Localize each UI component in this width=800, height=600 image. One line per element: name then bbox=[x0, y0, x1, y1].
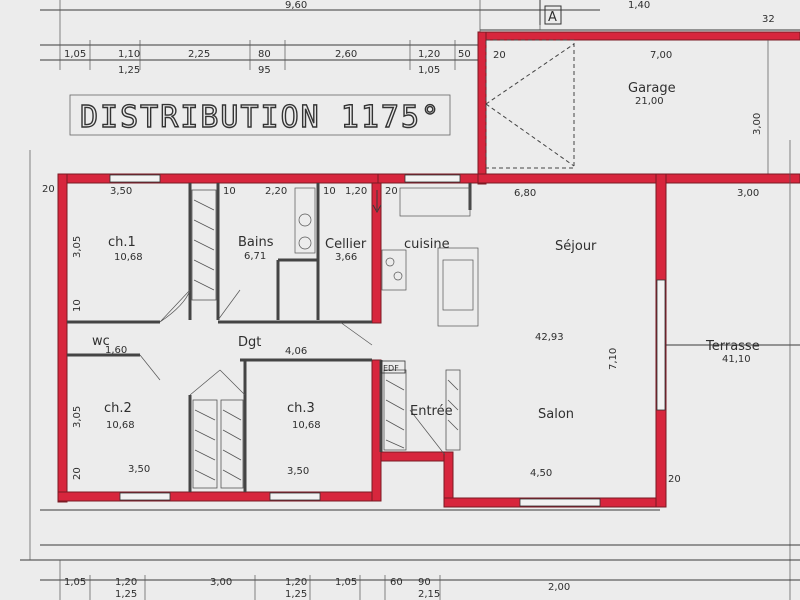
room-garage-label: Garage bbox=[628, 81, 676, 96]
room-dgt-label: Dgt bbox=[238, 335, 261, 350]
terrace-outline bbox=[666, 140, 800, 600]
dim-top-1: 1,05 bbox=[64, 49, 86, 60]
exterior-walls bbox=[57, 173, 800, 508]
dim-left-3: 3,05 bbox=[72, 406, 83, 428]
title-frame bbox=[69, 94, 451, 136]
dim-inner-9: 20 bbox=[42, 184, 55, 195]
dim-inner-4: 10 bbox=[323, 186, 336, 197]
room-terrasse-area: 41,10 bbox=[722, 354, 751, 365]
door-swings bbox=[139, 289, 446, 456]
room-cuisine-label: cuisine bbox=[404, 237, 450, 252]
room-salon-label: Salon bbox=[538, 407, 574, 422]
room-bains-label: Bains bbox=[238, 235, 274, 250]
bathroom-fixtures bbox=[294, 187, 316, 254]
room-terrasse-label: Terrasse bbox=[705, 339, 760, 354]
room-sejour-label: Séjour bbox=[555, 239, 597, 254]
dim-bottom-lower-2: 1,25 bbox=[285, 589, 307, 600]
living-area-value: 42,93 bbox=[535, 332, 564, 343]
dim-top-3: 2,25 bbox=[188, 49, 210, 60]
dim-bottom-inner-2: 3,50 bbox=[287, 466, 309, 477]
room-cellier-area: 3,66 bbox=[335, 252, 357, 263]
room-dgt-area: 4,06 bbox=[285, 346, 307, 357]
dim-left-2: 10 bbox=[72, 299, 83, 312]
interior-walls bbox=[67, 183, 472, 492]
garage bbox=[477, 31, 800, 185]
room-ch1-label: ch.1 bbox=[108, 235, 136, 250]
bottom-dimension-lines bbox=[20, 150, 800, 600]
dim-bottom-3: 3,00 bbox=[210, 577, 232, 588]
dim-top-6: 1,20 bbox=[418, 49, 440, 60]
dim-inner-1: 3,50 bbox=[110, 186, 132, 197]
dim-inner-3: 2,20 bbox=[265, 186, 287, 197]
edf-box bbox=[380, 360, 406, 374]
room-ch1-area: 10,68 bbox=[114, 252, 143, 263]
room-ch2-label: ch.2 bbox=[104, 401, 132, 416]
dim-bottom-6: 60 bbox=[390, 577, 403, 588]
dim-bottom-5: 1,05 bbox=[335, 577, 357, 588]
dim-bottom-4: 1,20 bbox=[285, 577, 307, 588]
dim-top-5: 2,60 bbox=[335, 49, 357, 60]
dim-top-2: 1,10 bbox=[118, 49, 140, 60]
room-garage-area: 21,00 bbox=[635, 96, 664, 107]
dim-garage-wall: 20 bbox=[493, 50, 506, 61]
dim-bottom-lower-3: 2,15 bbox=[418, 589, 440, 600]
room-wc-area: 1,60 bbox=[105, 345, 127, 356]
dim-top-lower-3: 1,05 bbox=[418, 65, 440, 76]
dim-corner-top-right: 32 bbox=[762, 14, 775, 25]
room-bains-area: 6,71 bbox=[244, 251, 266, 262]
windows bbox=[109, 174, 666, 507]
closets bbox=[191, 189, 461, 489]
dim-garage-width: 7,00 bbox=[650, 50, 672, 61]
room-ch3-label: ch.3 bbox=[287, 401, 315, 416]
room-entree-label: Entrée bbox=[410, 404, 453, 419]
dim-top-lower-1: 1,25 bbox=[118, 65, 140, 76]
plan-title: DISTRIBUTION 1175° bbox=[80, 100, 441, 135]
dim-inner-6: 20 bbox=[385, 186, 398, 197]
dim-bottom-inner-4: 20 bbox=[668, 474, 681, 485]
dim-bottom-inner-3: 4,50 bbox=[530, 468, 552, 479]
room-ch3-area: 10,68 bbox=[292, 420, 321, 431]
dim-inner-8: 3,00 bbox=[737, 188, 759, 199]
dim-salon-depth: 7,10 bbox=[608, 348, 619, 370]
dim-bottom-1: 1,05 bbox=[64, 577, 86, 588]
dim-garage-depth: 3,00 bbox=[752, 113, 763, 135]
room-edf-label: EDF bbox=[383, 364, 399, 373]
dim-left-1: 3,05 bbox=[72, 236, 83, 258]
dim-bottom-2: 1,20 bbox=[115, 577, 137, 588]
dim-left-4: 20 bbox=[72, 467, 83, 480]
dim-bottom-7: 90 bbox=[418, 577, 431, 588]
section-marker-label: A bbox=[548, 10, 557, 25]
dim-top-4: 80 bbox=[258, 49, 271, 60]
dim-top-7: 50 bbox=[458, 49, 471, 60]
section-marker: A bbox=[539, 0, 562, 25]
dim-inner-2: 10 bbox=[223, 186, 236, 197]
garage-left-wall bbox=[477, 31, 487, 185]
dim-bottom-lower-1: 1,25 bbox=[115, 589, 137, 600]
dim-top-total: 9,60 bbox=[285, 0, 307, 11]
dim-top-lower-2: 95 bbox=[258, 65, 271, 76]
cellier-arrow-icon bbox=[372, 190, 382, 214]
dim-inner-5: 1,20 bbox=[345, 186, 367, 197]
room-ch2-area: 10,68 bbox=[106, 420, 135, 431]
dim-inner-7: 6,80 bbox=[514, 188, 536, 199]
dim-top-right: 1,40 bbox=[628, 0, 650, 11]
dim-bottom-8: 2,00 bbox=[548, 582, 570, 593]
garage-top-wall bbox=[477, 31, 800, 41]
room-cellier-label: Cellier bbox=[325, 237, 367, 252]
kitchen-fixtures bbox=[381, 187, 479, 327]
room-wc-label: wc bbox=[92, 334, 110, 349]
dim-bottom-inner-1: 3,50 bbox=[128, 464, 150, 475]
